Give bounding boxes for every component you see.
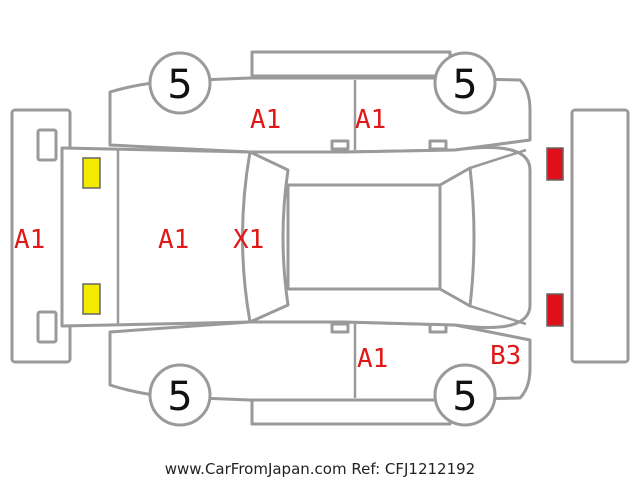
tread-front-right: 5 [167,374,192,420]
reference-footer: www.CarFromJapan.com Ref: CFJ1212192 [165,460,475,478]
label-front-left-door: A1 [250,105,281,135]
wheel-rear-right: 5 [433,363,497,427]
label-front-bumper: A1 [14,225,45,255]
label-rear-right-quarter: B3 [490,341,521,371]
rear-right-light [546,293,564,327]
tread-rear-right: 5 [452,374,477,420]
label-hood: A1 [158,225,189,255]
tread-rear-left: 5 [452,62,477,108]
wheel-front-right: 5 [148,363,212,427]
right-side-profile [108,320,532,426]
car-body-top-view [60,146,532,329]
wheel-front-left: 5 [148,51,212,115]
rear-left-light [546,147,564,181]
label-rear-left-door: A1 [355,105,386,135]
rear-bumper [570,108,630,364]
label-rear-right-door: A1 [357,344,388,374]
tread-front-left: 5 [167,62,192,108]
front-left-light [82,157,101,189]
front-right-light [82,283,101,315]
wheel-rear-left: 5 [433,51,497,115]
label-windshield: X1 [233,225,264,255]
